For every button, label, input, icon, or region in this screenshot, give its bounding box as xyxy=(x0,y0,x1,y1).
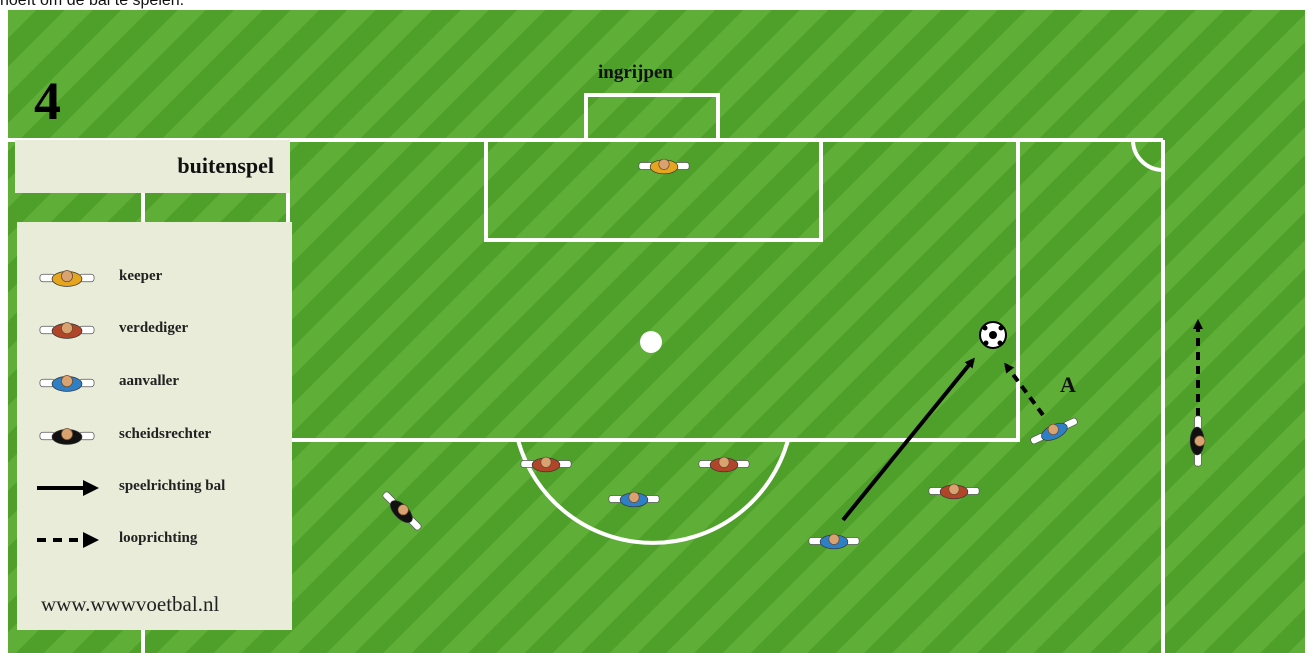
legend-label-attacker: aanvaller xyxy=(119,373,179,390)
attacker-player-a xyxy=(1028,414,1080,449)
legend-item-attacker: aanvaller xyxy=(17,369,292,397)
caption-text: hoeft om de bal te spelen. xyxy=(0,0,184,10)
ball-icon xyxy=(980,322,1006,348)
legend-item-referee: scheidsrechter xyxy=(17,422,292,450)
keeper-player xyxy=(639,159,689,174)
solid-arrow-icon xyxy=(33,474,103,502)
legend-label-run: looprichting xyxy=(119,530,197,547)
attacker-icon xyxy=(33,369,103,397)
attacker-player-1 xyxy=(609,492,659,507)
legend-item-pass: speelrichting bal xyxy=(17,474,292,502)
title-box: buitenspel xyxy=(15,140,290,193)
run-arrow-a xyxy=(1006,365,1043,415)
diagram-number: 4 xyxy=(34,70,61,132)
diagram-title: buitenspel xyxy=(177,153,274,179)
legend-item-run: looprichting xyxy=(17,526,292,554)
legend-item-defender: verdediger xyxy=(17,316,292,344)
legend-label-pass: speelrichting bal xyxy=(119,478,225,495)
referee-icon xyxy=(33,422,103,450)
legend-panel: keeper verdediger aanvaller scheidsrecht… xyxy=(17,222,292,630)
football-field: 4 ingrijpen buitenspel keeper verdediger… xyxy=(8,10,1305,653)
legend-label-keeper: keeper xyxy=(119,268,162,285)
attacker-player-2 xyxy=(809,534,859,549)
defender-player-2 xyxy=(699,457,749,472)
penalty-spot xyxy=(640,331,662,353)
referee-player-right xyxy=(1190,416,1205,466)
keeper-icon xyxy=(33,264,103,292)
point-label-a: A xyxy=(1060,372,1076,398)
website-label: www.wwwvoetbal.nl xyxy=(41,592,219,617)
legend-item-keeper: keeper xyxy=(17,264,292,292)
goal-label: ingrijpen xyxy=(598,62,673,84)
defender-player-3 xyxy=(929,484,979,499)
dashed-arrow-icon xyxy=(33,526,103,554)
defender-icon xyxy=(33,316,103,344)
referee-player-left xyxy=(379,488,425,534)
legend-label-referee: scheidsrechter xyxy=(119,426,211,443)
legend-label-defender: verdediger xyxy=(119,320,188,337)
